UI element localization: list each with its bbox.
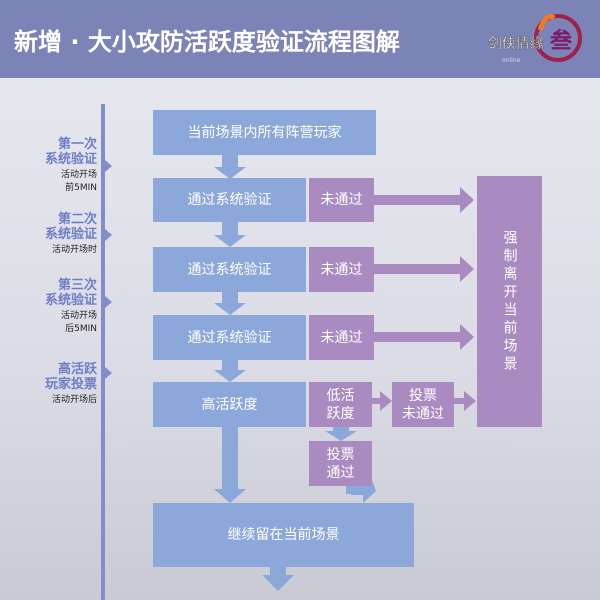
timeline-label-1: 第一次系统验证活动开场前5MIN — [44, 137, 97, 193]
svg-text:剑侠情缘: 剑侠情缘 — [488, 36, 544, 52]
leave-box: 强制离开当前场景 — [477, 176, 542, 427]
down-arrow — [325, 427, 357, 441]
down-arrow — [214, 427, 246, 503]
start-box: 当前场景内所有阵营玩家 — [153, 110, 376, 155]
svg-text:叁: 叁 — [549, 28, 573, 54]
pass-box-2: 通过系统验证 — [153, 247, 306, 292]
down-arrow — [262, 567, 294, 591]
fail-box-1: 未通过 — [309, 178, 374, 222]
header: 新增 · 大小攻防活跃度验证流程图解 叁 剑侠情缘 online — [0, 0, 600, 78]
right-arrow — [374, 324, 474, 350]
timeline-line — [101, 104, 105, 600]
timeline-label-2: 第二次系统验证活动开场时 — [44, 212, 97, 255]
right-arrow — [454, 391, 476, 411]
game-logo: 叁 剑侠情缘 online — [488, 14, 582, 64]
vote-pass-box: 投票通过 — [309, 441, 372, 486]
right-arrow — [374, 187, 474, 213]
right-arrow — [372, 391, 392, 411]
timeline-label-3: 第三次系统验证活动开场后5MIN — [44, 278, 97, 334]
down-arrow — [214, 292, 246, 315]
fail-box-3: 未通过 — [309, 315, 374, 360]
timeline-marker — [105, 296, 112, 308]
high-activity-box: 高活跃度 — [153, 382, 306, 427]
timeline-marker — [105, 229, 112, 241]
page-title: 新增 · 大小攻防活跃度验证流程图解 — [14, 28, 400, 56]
stay-box: 继续留在当前场景 — [153, 503, 414, 567]
down-arrow — [214, 222, 246, 247]
svg-text:online: online — [502, 57, 521, 64]
pass-box-3: 通过系统验证 — [153, 315, 306, 360]
low-activity-box: 低活跃度 — [309, 382, 372, 427]
pass-box-1: 通过系统验证 — [153, 178, 306, 222]
timeline-marker — [105, 367, 112, 379]
right-arrow — [374, 256, 474, 282]
down-arrow — [214, 155, 246, 179]
vote-fail-box: 投票未通过 — [392, 382, 454, 427]
timeline-label-4: 高活跃玩家投票活动开场后 — [44, 362, 97, 405]
fail-box-2: 未通过 — [309, 247, 374, 292]
timeline-marker — [105, 160, 112, 172]
down-arrow — [214, 360, 246, 382]
